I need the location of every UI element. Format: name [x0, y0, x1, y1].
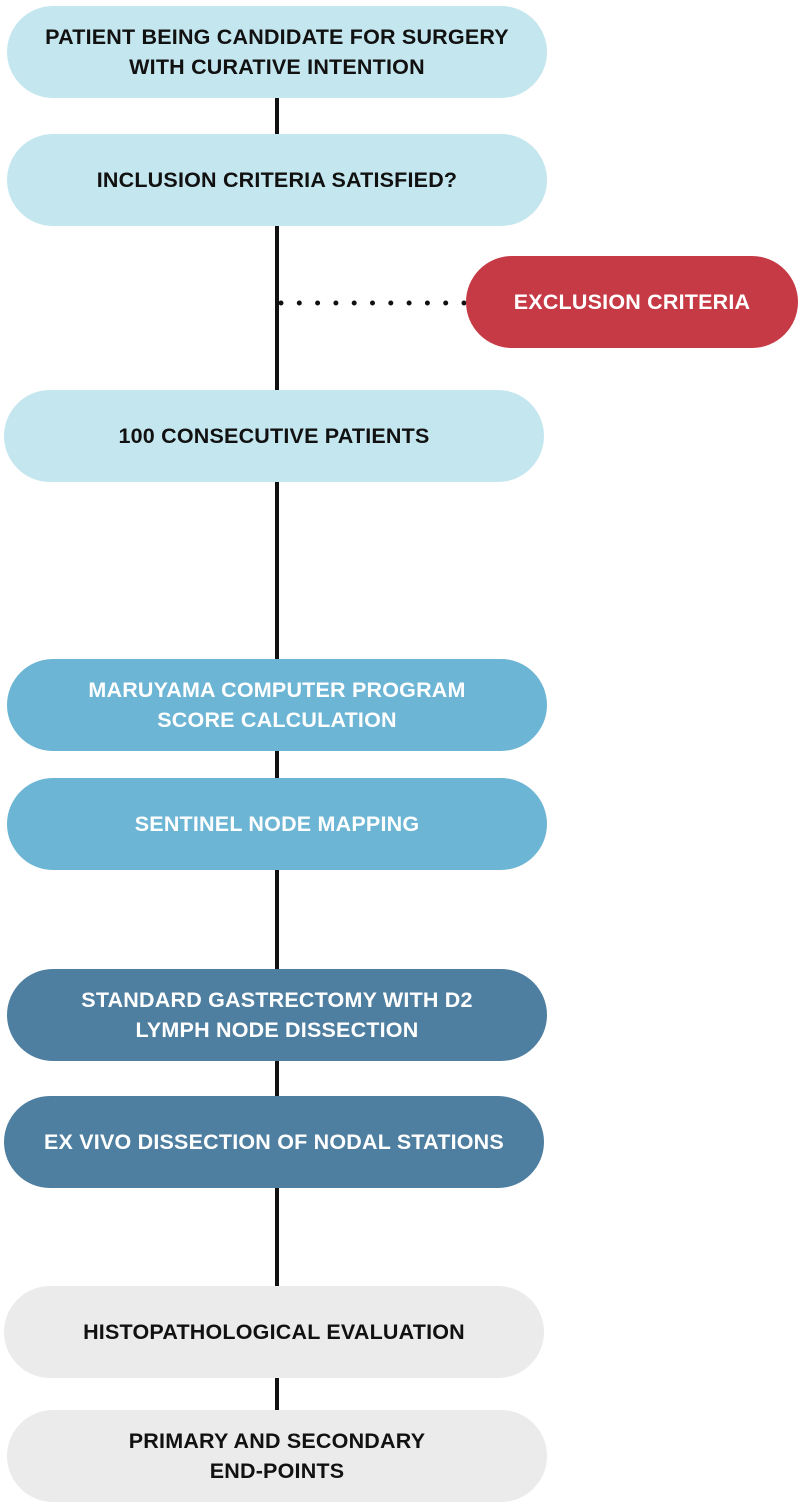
connector-line — [275, 1186, 279, 1288]
step-label: 100 CONSECUTIVE PATIENTS — [118, 424, 430, 448]
connector-line — [275, 1060, 279, 1098]
connector-line — [275, 96, 279, 136]
step-candidate: PATIENT BEING CANDIDATE FOR SURGERY WITH… — [7, 6, 547, 98]
step-sentinel-node-mapping: SENTINEL NODE MAPPING — [7, 778, 547, 870]
step-label: MARUYAMA COMPUTER PROGRAM SCORE CALCULAT… — [88, 678, 466, 732]
connector-line — [275, 868, 279, 972]
step-inclusion-criteria: INCLUSION CRITERIA SATISFIED? — [7, 134, 547, 226]
connector-line — [275, 1376, 279, 1412]
step-maruyama-score: MARUYAMA COMPUTER PROGRAM SCORE CALCULAT… — [7, 659, 547, 751]
step-label: SENTINEL NODE MAPPING — [134, 812, 420, 836]
step-consecutive-patients: 100 CONSECUTIVE PATIENTS — [4, 390, 544, 482]
exclusion-dotted-connector — [278, 300, 467, 306]
step-label: PATIENT BEING CANDIDATE FOR SURGERY WITH… — [45, 25, 509, 79]
connector-line — [275, 224, 279, 394]
step-label: PRIMARY AND SECONDARY END-POINTS — [128, 1429, 426, 1483]
step-end-points: PRIMARY AND SECONDARY END-POINTS — [7, 1410, 547, 1502]
step-label: EX VIVO DISSECTION OF NODAL STATIONS — [44, 1130, 504, 1154]
step-label: HISTOPATHOLOGICAL EVALUATION — [83, 1320, 465, 1344]
step-ex-vivo-dissection: EX VIVO DISSECTION OF NODAL STATIONS — [4, 1096, 544, 1188]
step-histopathological-evaluation: HISTOPATHOLOGICAL EVALUATION — [4, 1286, 544, 1378]
exclusion-criteria-box: EXCLUSION CRITERIA — [466, 256, 798, 348]
connector-line — [275, 750, 279, 780]
step-label: STANDARD GASTRECTOMY WITH D2 LYMPH NODE … — [81, 988, 473, 1042]
exclusion-label: EXCLUSION CRITERIA — [513, 290, 751, 314]
connector-line — [275, 482, 279, 662]
step-label: INCLUSION CRITERIA SATISFIED? — [96, 168, 458, 192]
step-standard-gastrectomy: STANDARD GASTRECTOMY WITH D2 LYMPH NODE … — [7, 969, 547, 1061]
